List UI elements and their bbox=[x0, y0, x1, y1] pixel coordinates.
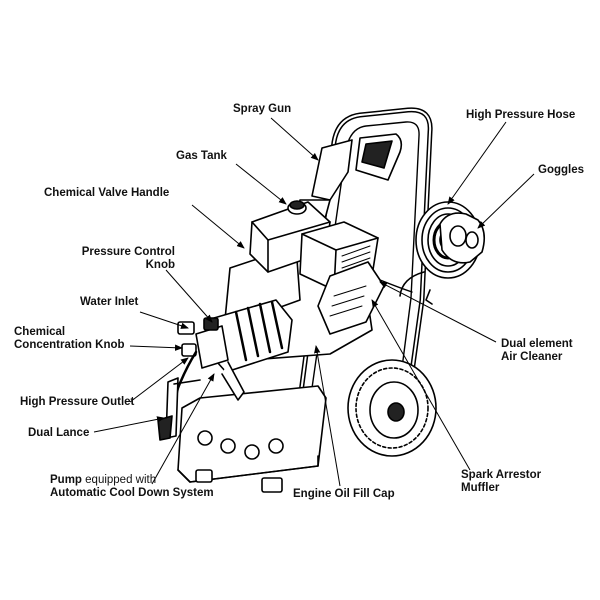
label-engine-oil-fill-cap: Engine Oil Fill Cap bbox=[293, 488, 395, 500]
label-water-inlet: Water Inlet bbox=[80, 296, 139, 308]
leader-lines bbox=[93, 117, 535, 487]
label-pump-line2: Automatic Cool Down System bbox=[50, 487, 214, 499]
label-high-pressure-hose: High Pressure Hose bbox=[466, 109, 576, 121]
leader-water-inlet bbox=[139, 311, 189, 329]
label-chemical-concentration-knob-line1: Chemical bbox=[14, 326, 66, 338]
wheel bbox=[347, 359, 437, 457]
label-dual-element-air-cleaner: Dual element Air Cleaner bbox=[501, 338, 573, 364]
label-pump-line1: Pump equipped with bbox=[50, 474, 214, 487]
leader-dual-element-air-cleaner bbox=[379, 281, 497, 343]
cart-base bbox=[177, 385, 327, 493]
leader-pump bbox=[151, 373, 215, 485]
muffler bbox=[317, 261, 385, 335]
label-spark-arrestor-muffler-line1: Spark Arrestor bbox=[461, 469, 542, 481]
label-spark-arrestor-muffler-line2: Muffler bbox=[461, 482, 500, 494]
leader-chemical-valve-handle bbox=[191, 204, 245, 249]
label-gas-tank: Gas Tank bbox=[176, 150, 227, 162]
leader-engine-oil-fill-cap bbox=[314, 345, 341, 487]
label-pressure-control-knob: Pressure Control Knob bbox=[60, 246, 175, 272]
label-spark-arrestor-muffler: Spark Arrestor Muffler bbox=[461, 469, 541, 495]
label-dual-element-air-cleaner-line2: Air Cleaner bbox=[501, 351, 563, 363]
label-spray-gun: Spray Gun bbox=[233, 103, 292, 115]
leader-spark-arrestor-muffler bbox=[371, 299, 471, 471]
label-chemical-valve-handle: Chemical Valve Handle bbox=[44, 187, 170, 199]
label-goggles: Goggles bbox=[538, 164, 585, 176]
label-dual-lance: Dual Lance bbox=[28, 427, 90, 439]
leader-high-pressure-outlet bbox=[129, 357, 189, 403]
label-pressure-control-knob-line2: Knob bbox=[145, 259, 175, 271]
hose-line bbox=[379, 279, 413, 293]
spray-gun-holder bbox=[355, 133, 403, 181]
label-pump-equipped: equipped with bbox=[81, 474, 157, 486]
label-chemical-concentration-knob: Chemical Concentration Knob bbox=[14, 326, 125, 352]
label-pressure-control-knob-line1: Pressure Control bbox=[81, 246, 175, 258]
label-high-pressure-outlet: High Pressure Outlet bbox=[20, 396, 135, 408]
label-chemical-concentration-knob-line2: Concentration Knob bbox=[14, 339, 125, 351]
label-pump: Pump equipped with Automatic Cool Down S… bbox=[50, 474, 214, 500]
leader-spray-gun bbox=[270, 117, 319, 161]
goggles bbox=[439, 212, 486, 264]
label-pump-name: Pump bbox=[50, 474, 82, 486]
leader-pressure-control-knob bbox=[165, 269, 213, 323]
pressure-washer-illustration bbox=[157, 107, 486, 493]
pump bbox=[168, 299, 293, 422]
label-dual-element-air-cleaner-line1: Dual element bbox=[501, 338, 573, 350]
leader-dual-lance bbox=[93, 416, 165, 433]
leader-goggles bbox=[477, 173, 535, 229]
leader-chemical-concentration-knob bbox=[129, 344, 183, 351]
leader-high-pressure-hose bbox=[447, 121, 507, 205]
leader-gas-tank bbox=[235, 163, 287, 205]
